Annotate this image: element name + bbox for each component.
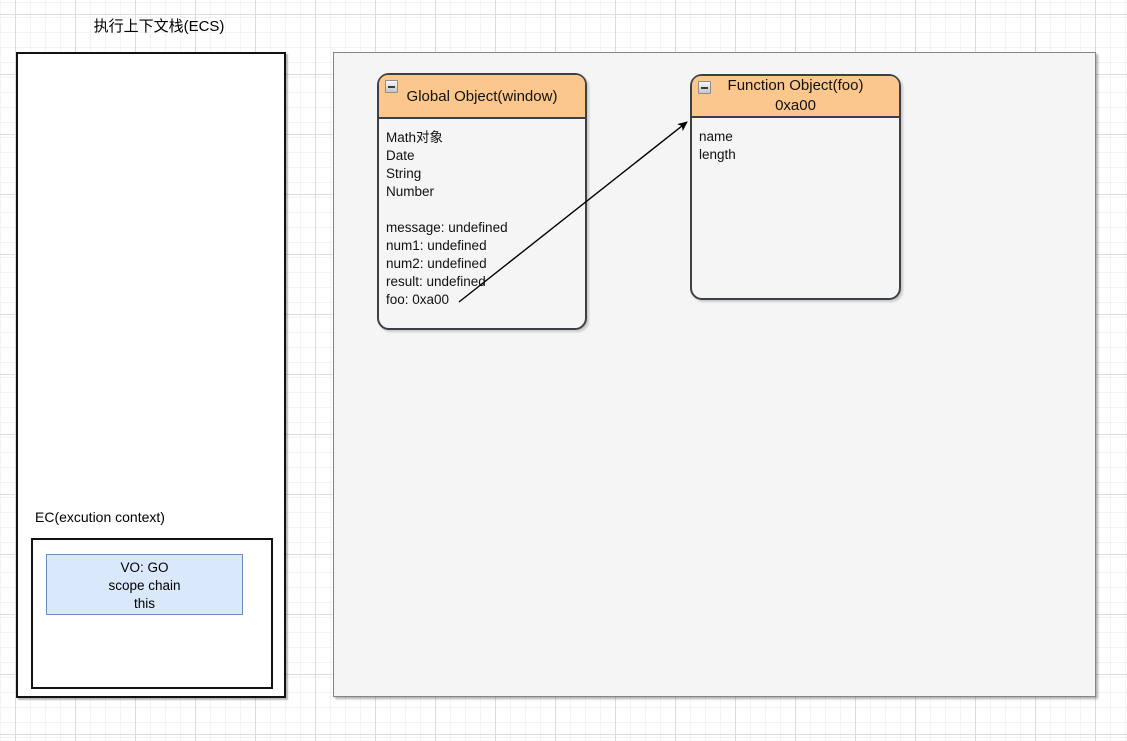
global-object-title: Global Object(window) bbox=[406, 87, 558, 105]
property-line: Number bbox=[386, 184, 435, 199]
property-line: String bbox=[386, 166, 422, 181]
vo-box[interactable]: VO: GO scope chain this bbox=[46, 554, 243, 615]
global-object-node[interactable]: Global Object(window) Math对象 Date String… bbox=[377, 73, 587, 330]
collapse-minus-icon[interactable] bbox=[698, 81, 711, 94]
property-line: Date bbox=[386, 148, 415, 163]
property-line: num1: undefined bbox=[386, 238, 487, 253]
function-object-title: Function Object(foo) bbox=[727, 77, 864, 94]
property-line: message: undefined bbox=[386, 220, 508, 235]
property-line: Math对象 bbox=[386, 130, 444, 145]
ec-label: EC(excution context) bbox=[35, 509, 165, 525]
property-line: length bbox=[699, 147, 736, 162]
global-object-body: Math对象 Date String Number message: undef… bbox=[379, 119, 585, 309]
property-line: name bbox=[699, 129, 733, 144]
vo-line: scope chain bbox=[108, 578, 181, 593]
property-line bbox=[386, 201, 579, 219]
vo-line: this bbox=[133, 596, 155, 611]
function-object-header: Function Object(foo) 0xa00 bbox=[692, 76, 899, 118]
property-line: foo: 0xa00 bbox=[386, 292, 450, 307]
vo-line: VO: GO bbox=[120, 560, 169, 575]
property-line: num2: undefined bbox=[386, 256, 487, 271]
global-object-header: Global Object(window) bbox=[379, 75, 585, 119]
ecs-title-label: 执行上下文栈(ECS) bbox=[93, 18, 225, 35]
collapse-minus-icon[interactable] bbox=[385, 80, 398, 93]
property-line: result: undefined bbox=[386, 274, 486, 289]
function-object-node[interactable]: Function Object(foo) 0xa00 name length bbox=[690, 74, 901, 300]
function-object-address: 0xa00 bbox=[775, 97, 816, 114]
function-object-body: name length bbox=[692, 118, 899, 164]
